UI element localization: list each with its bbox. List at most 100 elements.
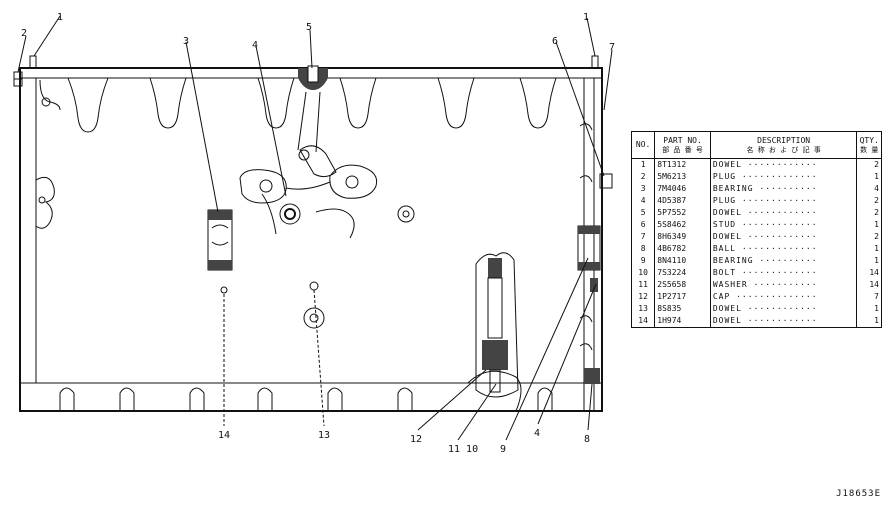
drawing-reference-code: J18653E <box>836 489 881 499</box>
left-bosses <box>35 176 55 229</box>
part-number-index: 12 <box>630 291 656 303</box>
part-number: 7S3224 <box>654 267 711 279</box>
part-number: 4B6782 <box>654 243 711 255</box>
part-number-index: 10 <box>630 267 656 279</box>
top-scallops <box>39 77 557 133</box>
part-quantity: 1 <box>856 219 882 231</box>
part-number-index: 13 <box>630 303 656 315</box>
leader-lines <box>17 15 613 441</box>
callout-1-left: 1 <box>57 12 63 23</box>
callout-7: 7 <box>609 42 615 53</box>
header-part-no: PART NO.部 品 番 号 <box>654 131 711 159</box>
bearing-3-section <box>207 209 233 271</box>
part-number-index: 4 <box>630 195 656 207</box>
callout-4-bottom: 4 <box>534 428 540 439</box>
part-number-index: 5 <box>630 207 656 219</box>
right-side-parts <box>577 123 613 384</box>
part-quantity: 2 <box>856 231 882 243</box>
part-description: PLUG ············· <box>709 195 858 207</box>
part-description: WASHER ··········· <box>709 279 858 291</box>
dowel-5-section <box>298 65 328 90</box>
part-number-index: 2 <box>630 171 656 183</box>
dowel-14 <box>220 286 228 294</box>
part-number: 7M4046 <box>654 183 711 195</box>
part-number-index: 6 <box>630 219 656 231</box>
part-description: BEARING ·········· <box>709 183 858 195</box>
part-number-index: 11 <box>630 279 656 291</box>
callout-13: 13 <box>318 430 330 441</box>
part-quantity: 1 <box>856 243 882 255</box>
part-number: 5P7552 <box>654 207 711 219</box>
part-description: DOWEL ············ <box>709 303 858 315</box>
part-number: 2S5658 <box>654 279 711 291</box>
part-number: 8T1312 <box>654 158 711 171</box>
part-number: 1P2717 <box>654 291 711 303</box>
part-quantity: 2 <box>856 195 882 207</box>
part-description: BOLT ············· <box>709 267 858 279</box>
part-number-index: 1 <box>630 158 656 171</box>
part-description: DOWEL ············ <box>709 315 858 328</box>
part-description: CAP ·············· <box>709 291 858 303</box>
part-number-index: 14 <box>630 315 656 328</box>
part-quantity: 1 <box>856 171 882 183</box>
part-number: 5S8462 <box>654 219 711 231</box>
part-quantity: 7 <box>856 291 882 303</box>
callout-5: 5 <box>306 22 312 33</box>
callout-9: 9 <box>500 444 506 455</box>
block-outline <box>19 67 603 412</box>
callout-14: 14 <box>218 430 230 441</box>
part-quantity: 14 <box>856 267 882 279</box>
part-quantity: 1 <box>856 255 882 267</box>
part-description: STUD ············· <box>709 219 858 231</box>
cap-bolt-assembly <box>475 252 519 398</box>
part-number: 8H6349 <box>654 231 711 243</box>
part-description: DOWEL ············ <box>709 207 858 219</box>
part-quantity: 1 <box>856 315 882 328</box>
dowel-1-left <box>29 55 37 69</box>
part-number-index: 7 <box>630 231 656 243</box>
part-number: 1H974 <box>654 315 711 328</box>
dowel-1-right <box>591 55 599 69</box>
callout-6: 6 <box>552 36 558 47</box>
part-number-index: 8 <box>630 243 656 255</box>
dowel-13 <box>303 281 325 329</box>
part-description: BEARING ·········· <box>709 255 858 267</box>
header-no: NO. <box>630 131 656 159</box>
part-quantity: 1 <box>856 303 882 315</box>
part-description: DOWEL ············ <box>709 231 858 243</box>
callout-12: 12 <box>410 434 422 445</box>
center-linkage <box>239 91 415 239</box>
callout-8: 8 <box>584 434 590 445</box>
part-number: 8S835 <box>654 303 711 315</box>
header-qty: QTY.数 量 <box>856 131 882 159</box>
part-number: 8N4110 <box>654 255 711 267</box>
part-description: DOWEL ············ <box>709 158 858 171</box>
part-quantity: 2 <box>856 207 882 219</box>
callout-numbers: 1 2 3 4 5 1 6 7 14 13 12 11 10 9 4 8 <box>21 12 615 455</box>
part-number: 5M6213 <box>654 171 711 183</box>
part-number-index: 9 <box>630 255 656 267</box>
callout-3: 3 <box>183 36 189 47</box>
callout-4-top: 4 <box>252 40 258 51</box>
part-description: BALL ············· <box>709 243 858 255</box>
part-quantity: 4 <box>856 183 882 195</box>
callout-11-10: 11 10 <box>448 444 478 455</box>
part-description: PLUG ············· <box>709 171 858 183</box>
part-number: 4D5387 <box>654 195 711 207</box>
